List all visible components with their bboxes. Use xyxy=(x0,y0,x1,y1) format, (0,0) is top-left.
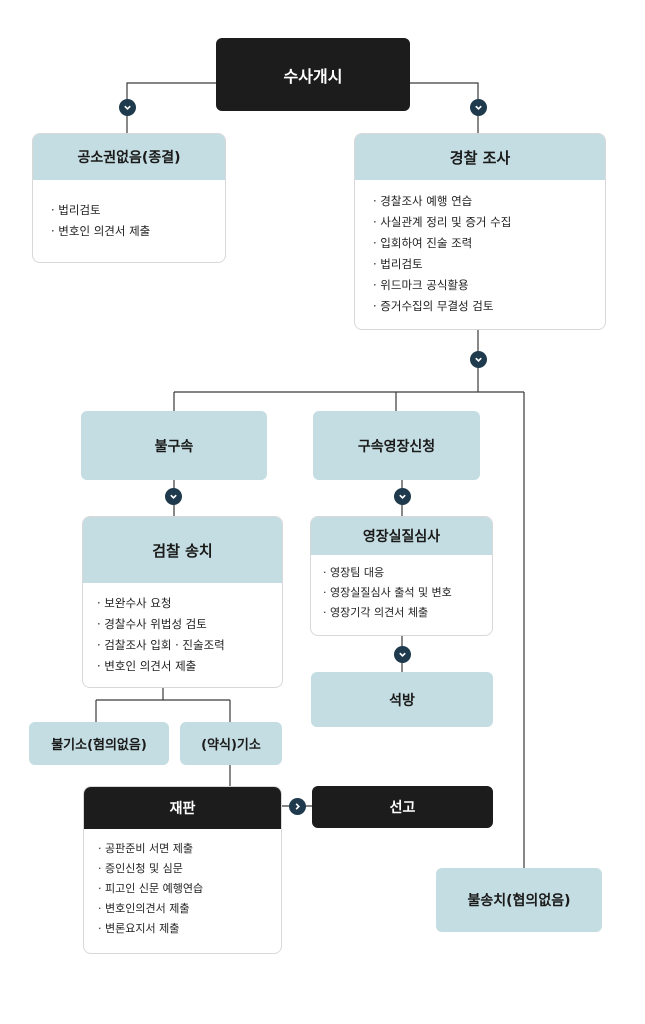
warrant-review-title: 영장실질심사 xyxy=(311,517,492,555)
list-item: · 변호인의견서 제출 xyxy=(98,902,190,915)
chevron-down-icon xyxy=(470,99,487,116)
list-item: · 입회하여 진술 조력 xyxy=(373,236,473,250)
list-item: · 변론요지서 제출 xyxy=(98,922,180,935)
list-item: · 경찰수사 위법성 검토 xyxy=(97,617,207,631)
non-indictment-node: 불기소(혐의없음) xyxy=(29,722,169,765)
trial-list: · 공판준비 서면 제출 · 증인신청 및 심문 · 피고인 신문 예행연습 ·… xyxy=(84,829,281,939)
prosecution-transfer-list: · 보완수사 요청 · 경찰수사 위법성 검토 · 검찰조사 입회 · 진술조력… xyxy=(83,583,282,677)
sentence-node: 선고 xyxy=(312,786,493,828)
police-investigation-card: 경찰 조사 · 경찰조사 예행 연습 · 사실관계 정리 및 증거 수집 · 입… xyxy=(354,133,606,330)
release-node: 석방 xyxy=(311,672,493,727)
no-indictment-right-card: 공소권없음(종결) · 법리검토 · 변호인 의견서 제출 xyxy=(32,133,226,263)
prosecution-transfer-title: 검찰 송치 xyxy=(83,517,282,583)
list-item: · 피고인 신문 예행연습 xyxy=(98,882,204,895)
list-item: · 영장기각 의견서 체출 xyxy=(323,606,429,619)
list-item: · 공판준비 서면 제출 xyxy=(98,842,193,855)
line-start-right xyxy=(410,82,479,133)
no-arrest-node: 불구속 xyxy=(81,411,267,480)
list-item: · 보완수사 요청 xyxy=(97,596,172,610)
list-item: · 변호인 의견서 제출 xyxy=(97,659,197,673)
summary-indictment-node: (약식)기소 xyxy=(180,722,282,765)
list-item: · 증인신청 및 심문 xyxy=(98,862,183,875)
no-indictment-right-title: 공소권없음(종결) xyxy=(33,134,225,180)
list-item: · 영장팀 대응 xyxy=(323,566,385,579)
chevron-down-icon xyxy=(119,99,136,116)
chevron-down-icon xyxy=(165,488,182,505)
list-item: · 위드마크 공식활용 xyxy=(373,278,469,292)
list-item: · 사실관계 정리 및 증거 수집 xyxy=(373,215,512,229)
police-investigation-title: 경찰 조사 xyxy=(355,134,605,180)
list-item: · 법리검토 xyxy=(51,203,101,217)
list-item: · 영장실질심사 출석 및 변호 xyxy=(323,586,452,599)
chevron-down-icon xyxy=(394,646,411,663)
police-investigation-list: · 경찰조사 예행 연습 · 사실관계 정리 및 증거 수집 · 입회하여 진술… xyxy=(355,180,605,317)
prosecution-transfer-card: 검찰 송치 · 보완수사 요청 · 경찰수사 위법성 검토 · 검찰조사 입회 … xyxy=(82,516,283,688)
chevron-down-icon xyxy=(394,488,411,505)
trial-title: 재판 xyxy=(84,787,281,829)
warrant-review-card: 영장실질심사 · 영장팀 대응 · 영장실질심사 출석 및 변호 · 영장기각 … xyxy=(310,516,493,636)
start-node: 수사개시 xyxy=(216,38,410,111)
start-label: 수사개시 xyxy=(283,66,343,86)
no-transfer-node: 불송치(협의없음) xyxy=(436,868,602,932)
list-item: · 법리검토 xyxy=(373,257,423,271)
list-item: · 증거수집의 무결성 검토 xyxy=(373,299,494,313)
line-start-left xyxy=(126,82,216,133)
chevron-down-icon xyxy=(470,351,487,368)
trial-card: 재판 · 공판준비 서면 제출 · 증인신청 및 심문 · 피고인 신문 예행연… xyxy=(83,786,282,954)
warrant-review-list: · 영장팀 대응 · 영장실질심사 출석 및 변호 · 영장기각 의견서 체출 xyxy=(311,555,492,623)
chevron-right-icon xyxy=(289,798,306,815)
list-item: · 경찰조사 예행 연습 xyxy=(373,194,473,208)
arrest-warrant-node: 구속영장신청 xyxy=(313,411,480,480)
list-item: · 변호인 의견서 제출 xyxy=(51,224,151,238)
list-item: · 검찰조사 입회 · 진술조력 xyxy=(97,638,225,652)
no-indictment-right-list: · 법리검토 · 변호인 의견서 제출 xyxy=(33,180,225,242)
